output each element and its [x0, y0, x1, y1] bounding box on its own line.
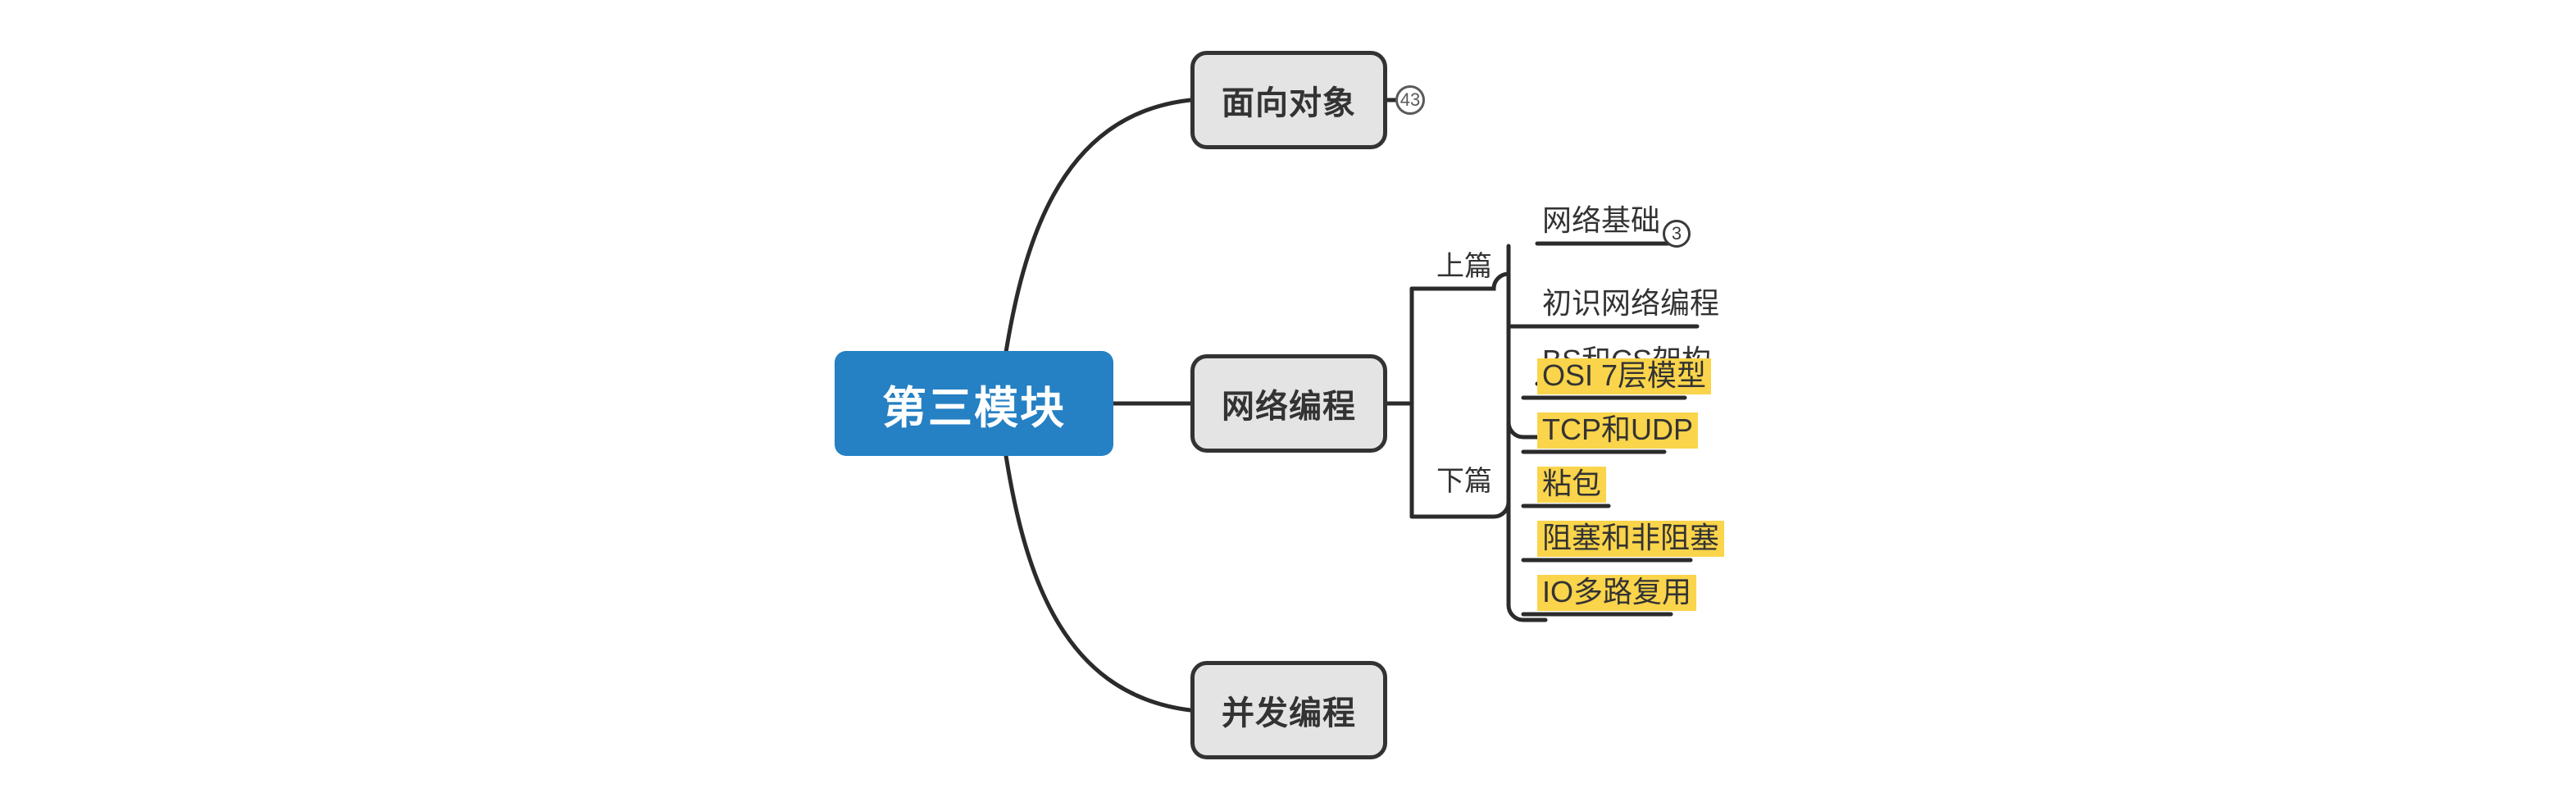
badge-network-basics-count-text: 3	[1671, 223, 1682, 244]
group-label-lower-text: 下篇	[1436, 466, 1492, 497]
leaf-item-network-basics[interactable]: 网络基础	[1537, 203, 1665, 239]
leaf-item-network-basics-label: 网络基础	[1542, 203, 1661, 237]
group-label-upper-text: 上篇	[1436, 251, 1492, 282]
branch-node-oop[interactable]: 面向对象	[1190, 51, 1387, 149]
leaf-item-blocking-nonblocking[interactable]: 阻塞和非阻塞	[1537, 521, 1725, 557]
root-node-label: 第三模块	[882, 383, 1066, 433]
badge-oop-count: 43	[1395, 85, 1425, 115]
branch-node-concurrency-label: 并发编程	[1222, 695, 1356, 731]
leaf-item-sticky-packet[interactable]: 粘包	[1537, 467, 1607, 503]
edge-root-to-concurrency	[999, 426, 1193, 713]
leaf-item-sticky-packet-label: 粘包	[1537, 467, 1607, 503]
branch-node-network[interactable]: 网络编程	[1190, 354, 1387, 453]
edge-root-to-oop	[999, 98, 1193, 381]
leaf-item-osi-7-layer-model-label: OSI 7层模型	[1537, 358, 1712, 394]
leaf-item-osi-7-layer-model[interactable]: OSI 7层模型	[1537, 358, 1712, 394]
branch-node-network-label: 网络编程	[1222, 389, 1356, 425]
group-label-upper: 上篇	[1436, 253, 1492, 280]
edge-lower-bracket	[1409, 408, 1511, 519]
leaf-item-intro-network-programming-label: 初识网络编程	[1542, 286, 1720, 320]
leaf-item-blocking-nonblocking-label: 阻塞和非阻塞	[1537, 521, 1725, 557]
group-label-lower: 下篇	[1436, 467, 1492, 495]
badge-oop-count-text: 43	[1400, 89, 1421, 110]
leaf-item-tcp-and-udp-label: TCP和UDP	[1537, 412, 1699, 449]
leaf-item-tcp-and-udp[interactable]: TCP和UDP	[1537, 412, 1699, 449]
branch-node-oop-label: 面向对象	[1222, 85, 1356, 121]
root-node[interactable]: 第三模块	[835, 351, 1113, 456]
branch-node-concurrency[interactable]: 并发编程	[1190, 661, 1387, 759]
leaf-item-io-multiplexing[interactable]: IO多路复用	[1537, 575, 1697, 611]
badge-network-basics-count: 3	[1663, 220, 1691, 248]
leaf-item-intro-network-programming[interactable]: 初识网络编程	[1537, 286, 1724, 322]
leaf-item-io-multiplexing-label: IO多路复用	[1537, 575, 1697, 611]
